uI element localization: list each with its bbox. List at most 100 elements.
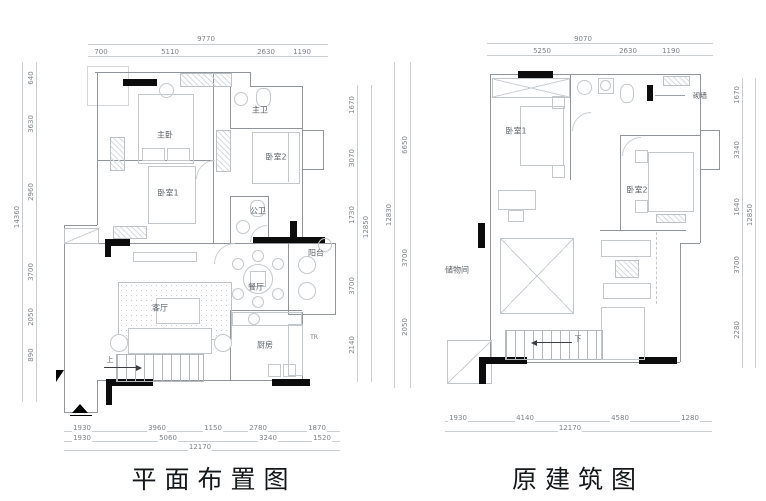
- bed-bedroom2: [252, 132, 300, 184]
- stair-down-arrow: [537, 342, 572, 343]
- dim-label: 1670: [348, 96, 356, 114]
- bed-bedroom1: [148, 166, 196, 224]
- stair-landing: [601, 307, 645, 360]
- wall-segment: [213, 72, 214, 243]
- coffee-table: [615, 260, 639, 278]
- dimension-line: [88, 44, 328, 45]
- wall-black-segment: [56, 370, 64, 382]
- dim-label: 4140: [515, 414, 535, 422]
- wardrobe: [180, 73, 232, 87]
- dim-label: 3700: [401, 249, 409, 267]
- dim-label: 2280: [733, 321, 741, 339]
- dimension-line: [394, 62, 395, 388]
- wall-segment: [95, 72, 251, 73]
- wall-segment: [250, 86, 302, 87]
- appliance: [268, 364, 281, 377]
- wall-black-segment: [479, 357, 486, 384]
- dimension-line: [487, 55, 713, 56]
- wall-segment: [97, 72, 98, 225]
- entry-marker-line: [70, 415, 92, 416]
- dim-label: 1670: [733, 86, 741, 104]
- wall-segment: [230, 310, 302, 311]
- dim-label: 3700: [27, 263, 35, 281]
- dim-label: 1930: [72, 434, 92, 442]
- dim-label: 5060: [158, 434, 178, 442]
- room-label-master-bedroom: 主卧: [157, 130, 173, 140]
- dim-label: 1730: [348, 206, 356, 224]
- dimension-line: [445, 421, 712, 422]
- plant-icon: [318, 238, 332, 252]
- nightstand: [635, 150, 648, 163]
- dim-label: 2960: [27, 183, 35, 201]
- wall-segment: [700, 168, 701, 243]
- wardrobe: [113, 226, 147, 239]
- wall-note-leader: [655, 95, 685, 96]
- dim-label: 9770: [196, 35, 216, 43]
- room-label-bedroom1: 卧室1: [157, 188, 179, 198]
- wall-segment: [600, 230, 686, 231]
- wall-segment: [230, 196, 268, 197]
- wardrobe: [492, 78, 570, 98]
- wall-note-label: 砌墙: [693, 92, 707, 100]
- room-label-balcony: 阳台: [308, 248, 324, 258]
- balcony-chair: [298, 256, 316, 274]
- stair-up-arrow: [104, 367, 136, 368]
- door-arc: [250, 225, 267, 242]
- sofa: [603, 283, 651, 299]
- room-label-master-bath: 主卫: [252, 105, 268, 115]
- wardrobe: [216, 130, 231, 172]
- dim-label: 12170: [187, 443, 213, 451]
- toilet-icon: [250, 200, 265, 217]
- kitchen-sink-icon: [248, 313, 260, 325]
- washing-machine-icon: [598, 78, 614, 94]
- dim-label: 5250: [532, 47, 552, 55]
- dim-label: 1640: [733, 198, 741, 216]
- dim-label: 2050: [27, 308, 35, 326]
- dim-label: 1280: [680, 414, 700, 422]
- void-opening: [500, 238, 574, 314]
- wall-segment: [64, 225, 65, 412]
- ceiling-fan-icon: [159, 83, 174, 98]
- tv-cabinet: [133, 252, 197, 262]
- dim-label: 3700: [348, 277, 356, 295]
- room-label-bedroom1: 卧室1: [505, 126, 527, 136]
- wall-segment: [570, 74, 571, 180]
- dim-label: 14360: [13, 205, 21, 229]
- dining-chair: [272, 258, 284, 270]
- left-plan-title: 平面布置图: [131, 467, 297, 494]
- dining-table: [243, 264, 273, 294]
- misc-label: TR: [309, 334, 319, 342]
- window-sill: [64, 228, 99, 244]
- bay-window: [700, 130, 720, 170]
- kitchen-counter: [232, 312, 302, 326]
- wall-black-segment: [105, 240, 111, 257]
- dim-label: 1150: [203, 424, 223, 432]
- washing-machine-drum: [600, 80, 611, 91]
- dim-label: 890: [27, 348, 35, 362]
- dimension-line: [357, 85, 358, 382]
- dimension-line: [410, 62, 411, 388]
- dim-label: 4580: [610, 414, 630, 422]
- coffee-table: [156, 298, 200, 324]
- balcony-wall: [288, 243, 336, 315]
- dim-label: 1190: [292, 48, 312, 56]
- dining-chair: [232, 258, 244, 270]
- wall-segment: [97, 380, 98, 412]
- side-table: [110, 334, 128, 352]
- sink-icon: [234, 92, 248, 106]
- dim-label: 2140: [348, 336, 356, 354]
- wall-segment: [250, 72, 251, 87]
- dining-chair: [272, 288, 284, 300]
- stairs: [116, 354, 204, 382]
- wall-segment: [620, 135, 700, 136]
- stair-up-label: 上: [106, 356, 114, 364]
- wall-black-segment: [105, 239, 130, 246]
- wall-black-segment: [518, 71, 553, 78]
- wall-black-segment: [479, 357, 527, 364]
- wall-black-segment: [272, 379, 310, 386]
- dining-chair: [232, 288, 244, 300]
- dining-chair: [252, 250, 264, 262]
- wall-black-segment: [123, 79, 157, 86]
- room-label-living: 客厅: [152, 303, 168, 313]
